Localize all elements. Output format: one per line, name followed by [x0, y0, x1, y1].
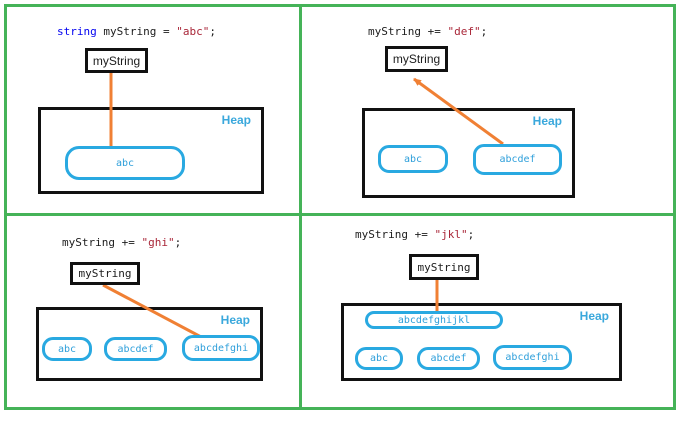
- code-string-literal: "jkl": [434, 228, 468, 241]
- heap-object: abc: [65, 146, 185, 180]
- heap-object-label: abc: [369, 353, 389, 364]
- code-text: ;: [174, 236, 182, 249]
- heap-object: abcdefghi: [493, 345, 572, 370]
- heap-object-label: abcdef: [117, 343, 154, 355]
- variable-label: myString: [78, 267, 132, 280]
- code-text: ;: [480, 25, 488, 38]
- variable-box-panel2: myString: [385, 46, 448, 72]
- heap-object: abc: [378, 145, 448, 173]
- variable-box-panel3: myString: [70, 262, 140, 285]
- heap-object-label: abc: [57, 343, 77, 355]
- grid-outer-border: [4, 4, 676, 410]
- code-text: myString +=: [368, 25, 448, 38]
- heap-object-label: abcdefghi: [505, 352, 560, 363]
- code-string-literal: "abc": [176, 25, 210, 38]
- heap-object: abcdefghi: [182, 335, 260, 361]
- code-string-literal: "ghi": [141, 236, 175, 249]
- heap-object: abcdef: [104, 337, 167, 361]
- variable-label: myString: [417, 260, 471, 274]
- code-string-literal: "def": [447, 25, 481, 38]
- code-statement-1: string myString = "abc";: [57, 25, 216, 39]
- heap-object-label: abc: [115, 157, 135, 169]
- heap-object: abcdef: [473, 144, 562, 175]
- code-text: myString =: [96, 25, 177, 38]
- code-statement-2: myString += "def";: [368, 25, 487, 39]
- heap-object: abcdefghijkl: [365, 311, 503, 329]
- grid-vertical-divider: [299, 4, 302, 410]
- code-statement-4: myString += "jkl";: [355, 228, 474, 242]
- heap-label: Heap: [579, 309, 609, 323]
- grid-horizontal-divider: [4, 213, 676, 216]
- heap-object-label: abcdefghi: [193, 342, 249, 354]
- heap-object-label: abc: [403, 153, 423, 165]
- heap-object: abcdef: [417, 347, 480, 370]
- variable-box-panel4: myString: [409, 254, 479, 280]
- heap-object: abc: [42, 337, 92, 361]
- code-text: ;: [467, 228, 475, 241]
- code-text: ;: [209, 25, 216, 38]
- code-keyword: string: [57, 25, 97, 38]
- heap-label: Heap: [221, 113, 251, 127]
- heap-object-label: abcdef: [499, 154, 536, 165]
- code-statement-3: myString += "ghi";: [62, 236, 181, 250]
- heap-object-label: abcdef: [430, 353, 467, 364]
- heap-object-label: abcdefghijkl: [397, 314, 471, 326]
- variable-box-panel1: myString: [85, 48, 148, 73]
- code-text: myString +=: [62, 236, 142, 249]
- heap-label: Heap: [220, 313, 250, 327]
- variable-label: myString: [392, 52, 441, 66]
- code-text: myString +=: [355, 228, 435, 241]
- variable-label: myString: [92, 53, 141, 68]
- heap-object: abc: [355, 347, 403, 370]
- heap-label: Heap: [532, 114, 562, 128]
